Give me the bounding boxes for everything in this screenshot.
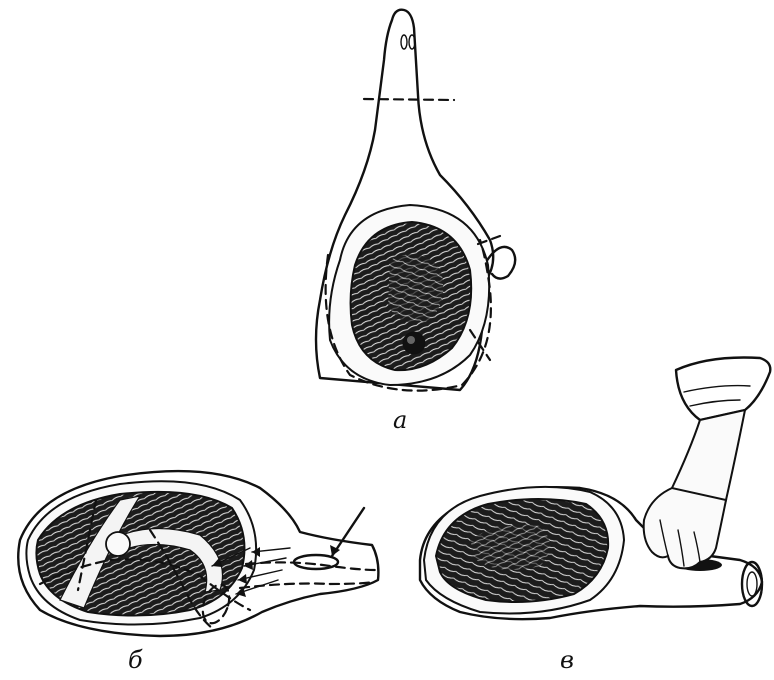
figure-label-v: в <box>560 648 574 672</box>
figure-label-a: а <box>393 408 407 432</box>
figure-label-b: б <box>128 648 143 672</box>
figure-b-ham-horizontal <box>18 471 378 636</box>
figure-v-ham-deboning <box>420 358 770 620</box>
figure-a-ham-vertical <box>316 10 515 391</box>
